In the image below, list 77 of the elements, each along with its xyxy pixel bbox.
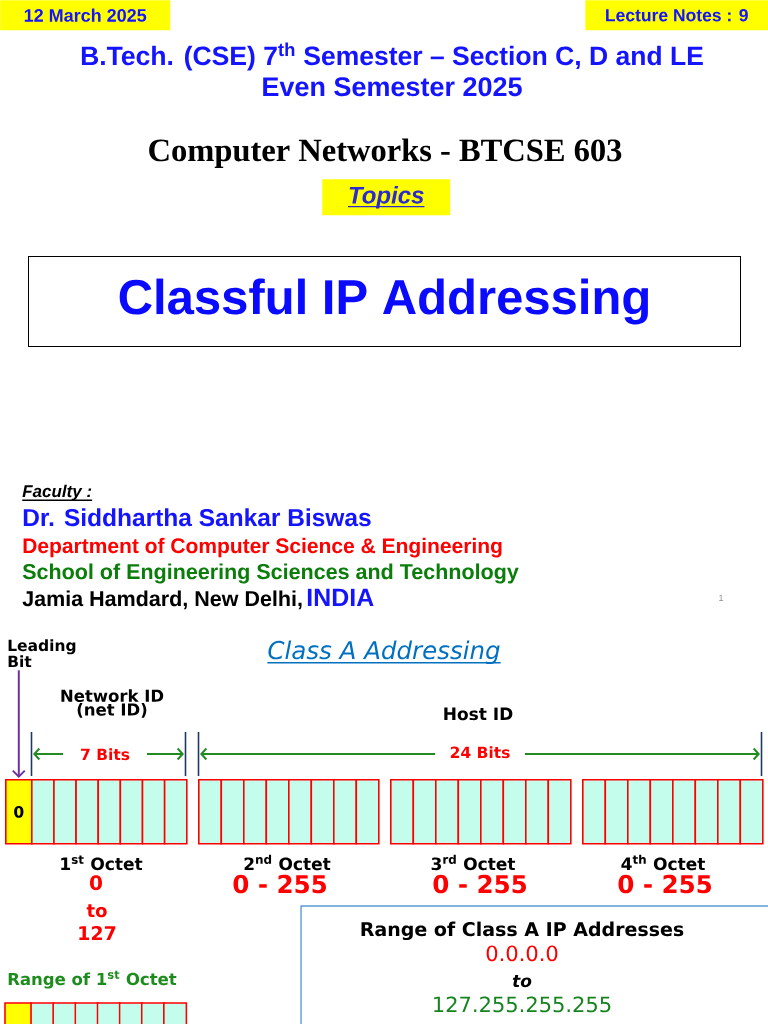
octet-range: 0 - 255 [618,874,711,894]
semester-heading: Even Semester 2025 [263,77,522,97]
bit-cell [265,779,290,845]
course-title: Computer Networks - BTCSE 603 [149,138,622,168]
course-heading: B.Tech. (CSE) 7$^{th}$ Semester – Section C, D and LE [81,42,703,71]
bit-cell [74,1002,99,1024]
bit-cell [198,779,223,845]
faculty-label: Faculty : [21,484,93,501]
bit-cell [141,779,166,845]
arrow [11,669,26,778]
bit-cell [390,779,415,845]
bit-cell [163,1002,188,1024]
bit-cell [310,779,335,845]
range-value: 0 [90,875,102,891]
bit-cell [582,779,607,845]
bit-cell [4,1002,33,1024]
bit-cell [333,779,358,845]
bit-cell [480,779,505,845]
bit-cell [604,779,629,845]
range-word: to [86,904,107,918]
bit-cell [627,779,652,845]
octet-label: 2$^{nd}$ Octet [244,854,331,871]
dimension-label: 7 Bits [81,748,130,761]
bit-cell [288,779,313,845]
topics-banner: Topics [322,179,451,216]
leading-bit-label: Leading Bit [8,639,76,668]
country-name: INDIA [307,588,374,606]
bit-cell [672,779,697,845]
page-number: 1 [719,594,724,601]
bit-cell [119,779,144,845]
bit-cell [118,1002,143,1024]
bit-cell [435,779,460,845]
octet-range: 0 - 255 [433,874,526,894]
ip-address: 0.0.0.0 [486,945,558,962]
bit-cell [96,1002,121,1024]
bit-cell [355,779,380,845]
faculty-name: Dr. Siddhartha Sankar Biswas [23,508,371,527]
host-id-label: Host ID [444,707,513,721]
octet-range: 0 - 255 [233,874,326,894]
bit-cell [739,779,764,845]
range-caption: Range of 1$^{st}$ Octet [8,970,177,989]
ip-address: 127.255.255.255 [434,996,611,1013]
bit-cell [525,779,550,845]
bit-cell [30,1002,55,1024]
university-location: Jamia Hamdard, New Delhi, [22,590,302,610]
bit-cell [649,779,674,845]
range-value: 127 [79,925,116,940]
bit-cell [140,1002,166,1024]
bit-cell [163,779,188,845]
bit-cell [75,779,99,845]
bit-cell [243,779,268,845]
network-id-label: Network ID (net ID) [61,689,164,718]
bit-cell [52,1002,77,1024]
range-box [300,905,768,1024]
bit-cell [31,779,55,845]
bit-cell [220,779,245,845]
lecture-number-banner: Lecture Notes : 9 [585,0,768,31]
octet-label: 3$^{rd}$ Octet [431,854,516,871]
bit-cell [547,779,572,845]
range-heading: Range of Class A IP Addresses [361,921,684,941]
bit-cell [694,779,719,845]
section-heading: Class A Addressing [266,640,502,665]
range-word: to [512,975,532,988]
bit-cell [412,779,437,845]
department-name: Department of Computer Science & Engineering [23,537,502,558]
title-box: Classful IP Addressing [28,256,741,347]
octet-label: 1$^{st}$ Octet [61,855,143,871]
bit-cell [717,779,742,845]
bit-cell [457,779,482,845]
bit-cell [53,779,77,845]
school-name: School of Engineering Sciences and Technology [22,563,519,584]
date-banner: 12 March 2025 [0,0,171,31]
bit-cell [97,779,122,845]
octet-label: 4$^{th}$ Octet [621,854,705,871]
bit-cell: 0 [5,779,33,845]
dimension-label: 24 Bits [450,746,510,759]
bit-cell [502,779,527,845]
